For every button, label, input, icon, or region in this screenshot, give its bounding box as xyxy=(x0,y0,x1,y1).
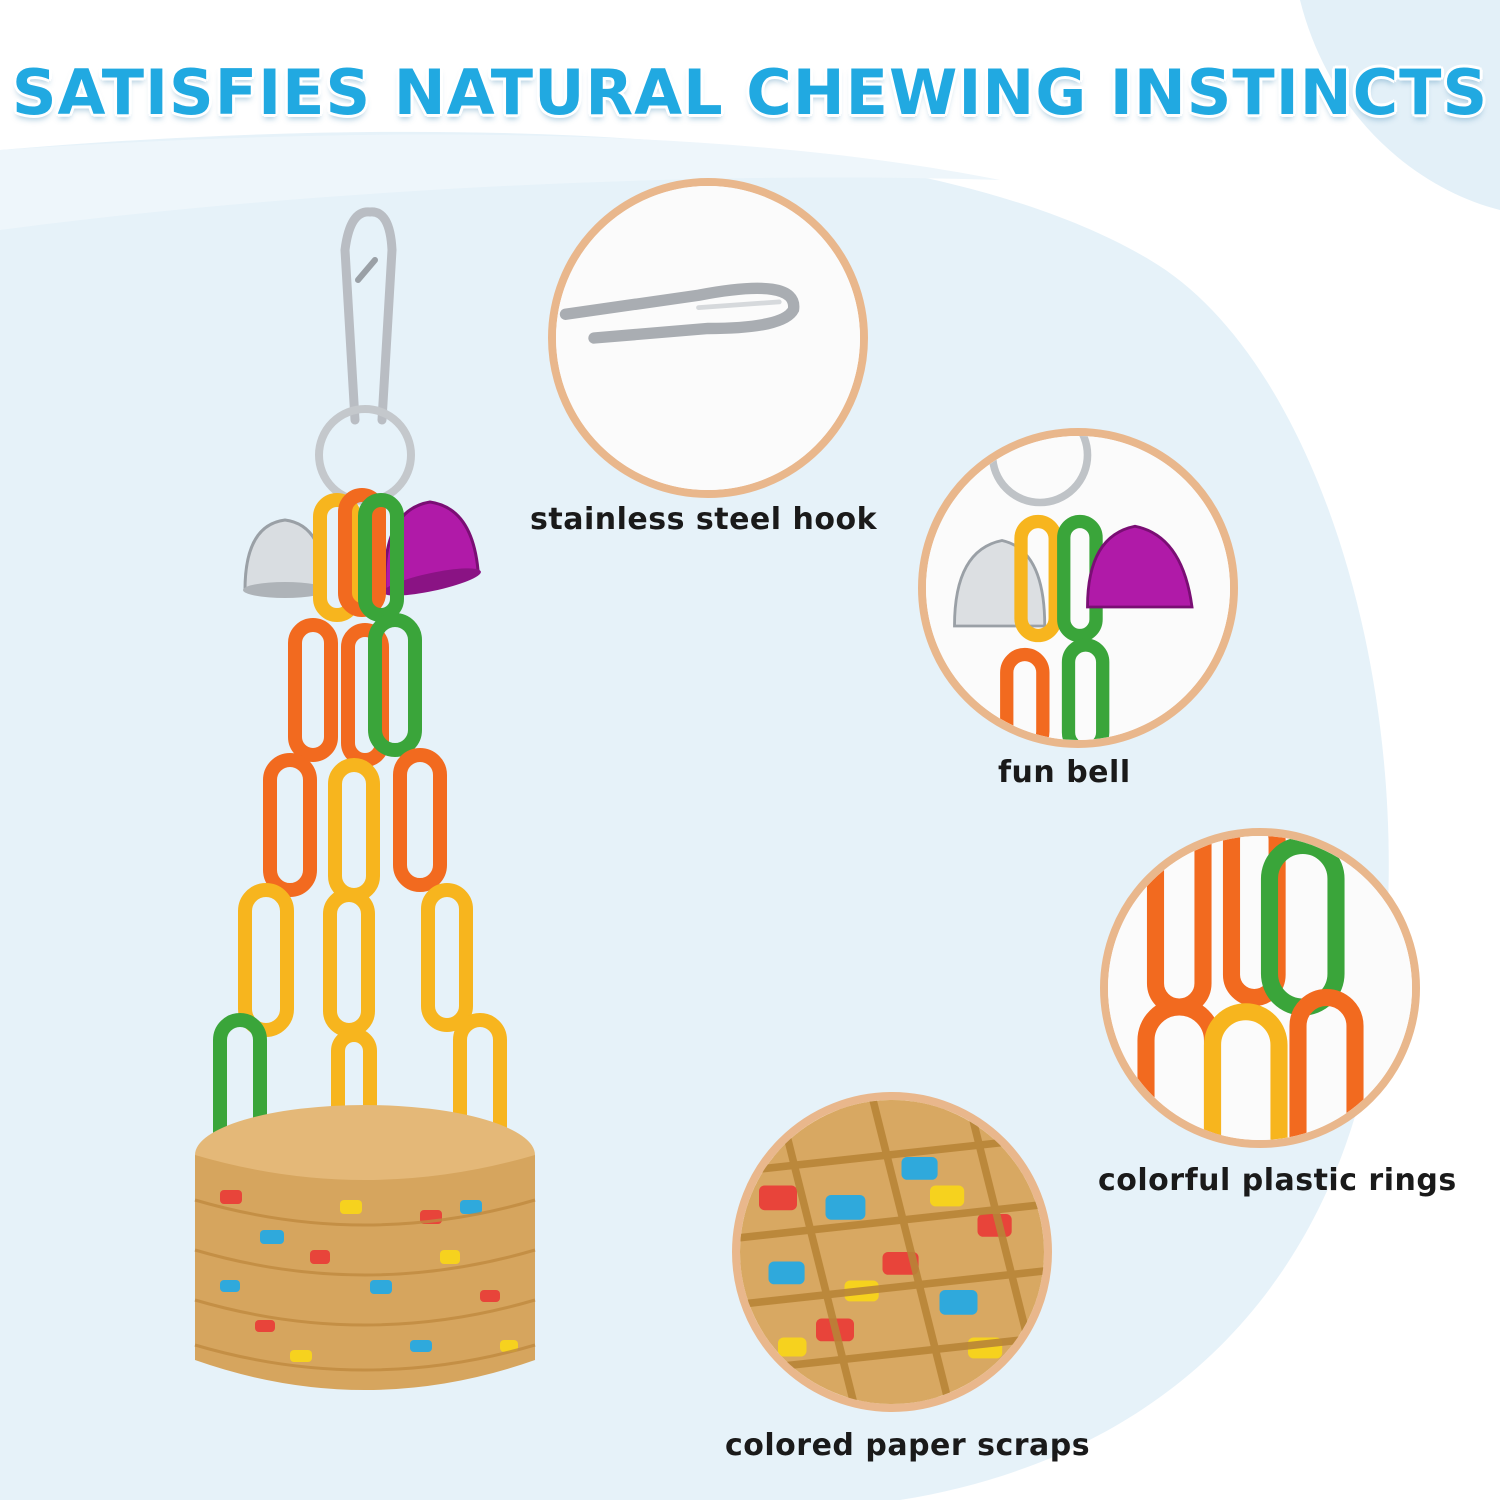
bird-toy-illustration xyxy=(194,207,536,1390)
plastic-chain-rings xyxy=(213,488,507,1172)
detail-circle-bell xyxy=(918,428,1238,748)
plastic-ring-icon xyxy=(1108,836,1412,1140)
paper-scraps-icon xyxy=(740,1100,1044,1404)
woven-basket-icon xyxy=(194,1105,536,1390)
silver-bell-icon xyxy=(243,518,327,598)
caption-steel-hook: stainless steel hook xyxy=(530,502,878,537)
headline: SATISFIES NATURAL CHEWING INSTINCTS xyxy=(11,56,1489,129)
purple-bell-icon xyxy=(383,500,481,596)
bell-icon xyxy=(926,436,1230,740)
caption-plastic-rings: colorful plastic rings xyxy=(1098,1163,1457,1198)
detail-circle-rings xyxy=(1100,828,1420,1148)
caption-fun-bell: fun bell xyxy=(998,755,1131,790)
detail-circle-hook xyxy=(548,178,868,498)
detail-circle-paper xyxy=(732,1092,1052,1412)
steel-hook-icon xyxy=(556,186,860,490)
hook-icon xyxy=(315,207,415,505)
caption-paper-scraps: colored paper scraps xyxy=(725,1428,1091,1463)
